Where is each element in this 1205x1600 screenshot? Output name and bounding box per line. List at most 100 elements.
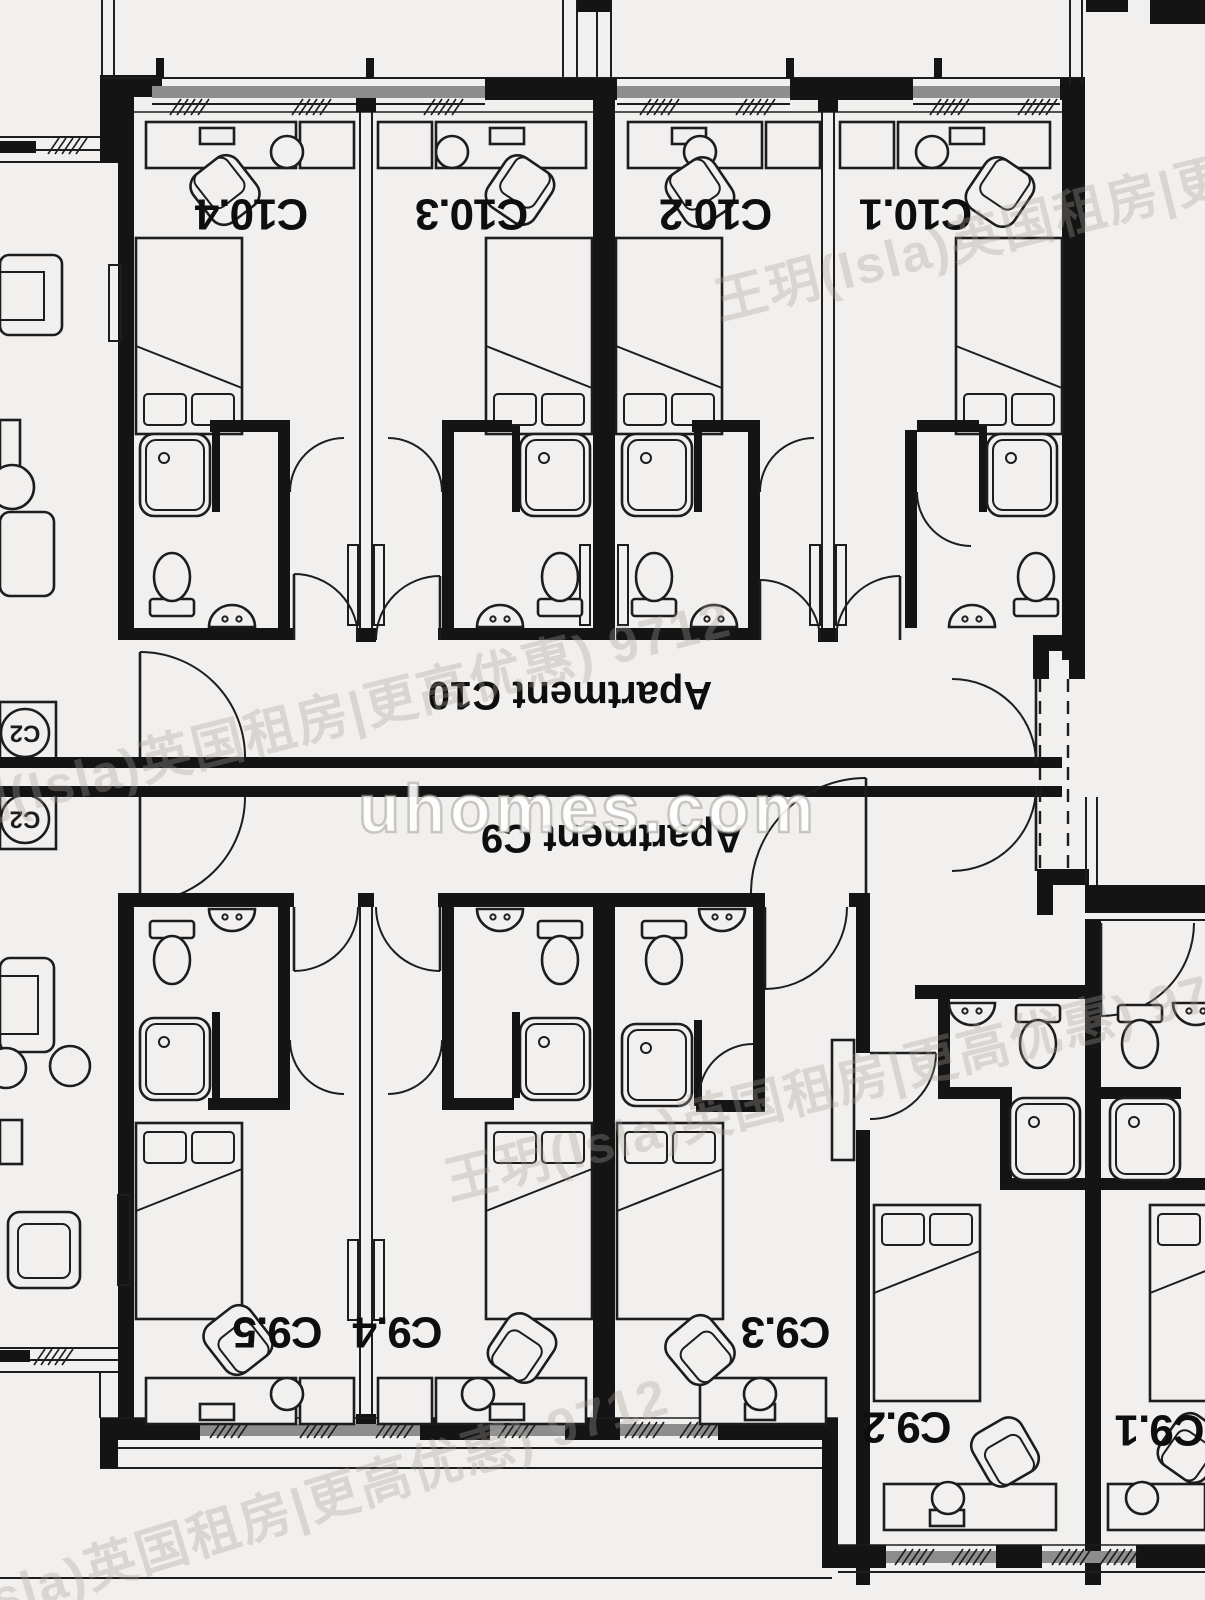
ensuite-bathroom (138, 907, 345, 1110)
column-marker-upper: C2 (10, 720, 41, 747)
sink (475, 907, 525, 933)
sink (475, 603, 525, 629)
shower (620, 1022, 694, 1108)
wardrobe (376, 120, 434, 170)
room-label-c9-1: C9.1 (1115, 1406, 1204, 1455)
room-c9-5: C9.5 (134, 906, 359, 1426)
bed (1148, 1203, 1205, 1403)
door-arc (293, 906, 359, 972)
ensuite-bathroom (938, 999, 1085, 1190)
apartment-c9-block: Apartment C9 (100, 777, 1205, 1585)
room-c10-2: C10.2 (614, 120, 822, 641)
site-watermark: uhomes.com (358, 771, 817, 847)
desk-chair (434, 134, 470, 170)
ensuite-bathroom (387, 907, 592, 1110)
room-c9-4: C9.4 (352, 906, 594, 1426)
room-label-c10-4: C10.4 (194, 190, 308, 239)
apartment-c9-label: Apartment C9 (481, 816, 743, 860)
room-label-c9-3: C9.3 (742, 1308, 831, 1357)
desk-chair (914, 134, 950, 170)
room-label-c10-2: C10.2 (660, 190, 772, 239)
room-c9-2: C9.2 (863, 999, 1085, 1532)
sink (697, 907, 747, 933)
desk-chair (930, 1480, 966, 1516)
ensuite-bathroom (620, 907, 765, 1112)
c10-walls (100, 0, 1205, 660)
lounge-chair (0, 510, 56, 598)
wardrobe (764, 120, 822, 170)
door-arc (139, 651, 246, 758)
shower (1108, 1096, 1182, 1182)
wardrobe (298, 120, 356, 170)
desk-chair (269, 134, 305, 170)
ensuite-bathroom (1101, 1001, 1205, 1190)
ensuite-bathroom (616, 420, 815, 640)
room-c9-3: C9.3 (615, 906, 856, 1426)
sink (207, 907, 257, 933)
door-arc (139, 796, 246, 903)
room-label-c9-2: C9.2 (863, 1403, 952, 1452)
room-c10-1: C10.1 (835, 120, 1064, 641)
coffee-table (48, 1044, 92, 1088)
sink (207, 603, 257, 629)
ensuite-bathroom (134, 420, 345, 640)
toilet (1012, 551, 1060, 618)
shower (1008, 1096, 1082, 1182)
neighbor-context (0, 0, 832, 1579)
door-arc (869, 1052, 937, 1120)
column-marker-lower: C2 (10, 806, 41, 833)
apartment-c10-label: Apartment C10 (428, 673, 713, 717)
side-table (0, 463, 36, 511)
toilet (148, 919, 196, 986)
shower (518, 432, 592, 518)
door-arc (750, 777, 867, 894)
column-markers: C2 C2 (0, 700, 58, 851)
lobby-door-arc (951, 678, 1037, 764)
room-label-c9-5: C9.5 (233, 1308, 322, 1357)
ensuite-bathroom (905, 420, 1060, 629)
room-label-c9-4: C9.4 (352, 1308, 442, 1357)
door-arc (835, 575, 901, 641)
room-c10-3: C10.3 (375, 120, 594, 641)
bed (614, 236, 724, 436)
apartment-c10-block: C10.4 C10.3 (100, 0, 1205, 758)
room-c10-4: C10.4 (134, 120, 360, 641)
bed (872, 1203, 982, 1403)
wardrobe (298, 1376, 356, 1426)
lounge-chair (0, 253, 64, 337)
toilet (536, 551, 584, 618)
central-party-wall (0, 635, 1205, 921)
sink (947, 603, 997, 629)
shower (985, 432, 1059, 518)
wardrobe (838, 120, 896, 170)
toilet (536, 919, 584, 986)
desk (882, 1482, 1058, 1532)
shower (620, 432, 694, 518)
lobby-door-arc (951, 786, 1037, 872)
desk-chair (460, 1376, 496, 1412)
armchair (6, 1210, 82, 1290)
wardrobe (830, 1038, 856, 1162)
room-label-c10-3: C10.3 (416, 190, 528, 239)
desk-chair (1124, 1480, 1160, 1516)
desk-chair (742, 1376, 778, 1412)
shower (138, 1016, 212, 1102)
shower (518, 1016, 592, 1102)
toilet (148, 551, 196, 618)
bed (134, 1121, 244, 1321)
door-arc (764, 906, 848, 990)
door-arc (375, 906, 441, 972)
room-c9-1: C9.1 (1099, 922, 1205, 1532)
door-arc (375, 575, 441, 641)
room-label-c10-1: C10.1 (859, 190, 972, 239)
armchair (964, 1410, 1046, 1494)
door-arc (293, 573, 360, 641)
door-arc (759, 579, 821, 641)
shower (138, 432, 212, 518)
bed (134, 236, 244, 436)
bed (484, 236, 594, 436)
ensuite-bathroom (387, 420, 593, 640)
wardrobe (376, 1376, 434, 1426)
